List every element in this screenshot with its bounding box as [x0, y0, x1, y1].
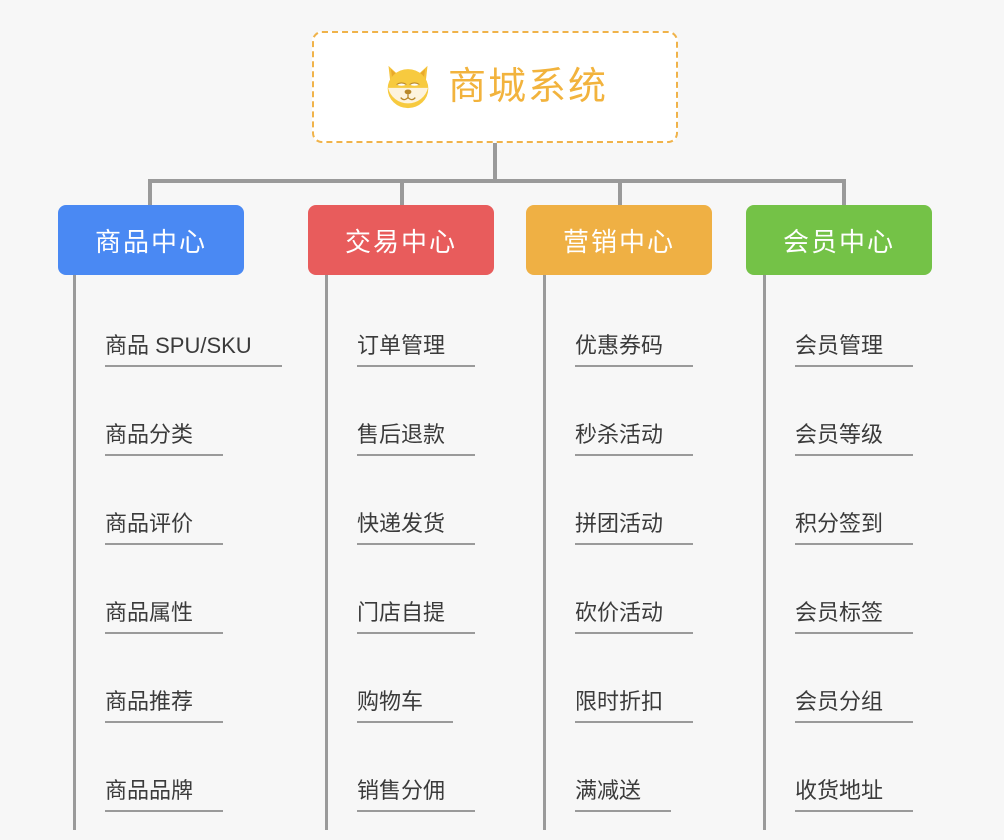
list-item[interactable]: 会员分组 [763, 638, 963, 727]
list-item[interactable]: 商品品牌 [73, 727, 273, 816]
category-box-3[interactable]: 营销中心 [526, 205, 712, 275]
connector-stem-1 [73, 272, 76, 286]
leaf-label: 购物车 [357, 689, 454, 723]
list-item[interactable]: 门店自提 [325, 549, 525, 638]
connector-drop-1 [148, 179, 152, 206]
category-box-4[interactable]: 会员中心 [746, 205, 932, 275]
leaf-rail-3 [543, 282, 546, 830]
connector-root-stem [493, 143, 497, 181]
list-item[interactable]: 收货地址 [763, 727, 963, 816]
list-item[interactable]: 优惠券码 [543, 282, 743, 371]
list-item[interactable]: 商品分类 [73, 371, 273, 460]
leaf-label: 销售分佣 [357, 778, 476, 812]
list-item[interactable]: 积分签到 [763, 460, 963, 549]
leaf-label: 商品分类 [105, 422, 224, 456]
list-item[interactable]: 商品评价 [73, 460, 273, 549]
leaf-label: 优惠券码 [575, 333, 694, 367]
leaf-column-3: 优惠券码 秒杀活动 拼团活动 砍价活动 限时折扣 满减送 [543, 282, 743, 830]
leaf-label: 积分签到 [795, 511, 914, 545]
leaf-label: 会员标签 [795, 600, 914, 634]
list-item[interactable]: 满减送 [543, 727, 743, 816]
leaf-label: 拼团活动 [575, 511, 694, 545]
list-item[interactable]: 商品 SPU/SKU [73, 282, 282, 371]
leaf-label: 商品 SPU/SKU [105, 333, 282, 367]
list-item[interactable]: 会员标签 [763, 549, 963, 638]
list-item[interactable]: 会员管理 [763, 282, 963, 371]
leaf-rail-2 [325, 282, 328, 830]
leaf-label: 会员等级 [795, 422, 914, 456]
connector-drop-4 [842, 179, 846, 206]
list-item[interactable]: 销售分佣 [325, 727, 525, 816]
category-title-3: 营销中心 [562, 226, 675, 257]
category-title-4: 会员中心 [782, 226, 895, 257]
leaf-label: 商品评价 [105, 511, 224, 545]
root-node-商城系统[interactable]: 商城系统 [312, 31, 678, 143]
leaf-column-4: 会员管理 会员等级 积分签到 会员标签 会员分组 收货地址 [763, 282, 963, 830]
category-title-1: 商品中心 [94, 226, 207, 257]
list-item[interactable]: 砍价活动 [543, 549, 743, 638]
leaf-rail-4 [763, 282, 766, 830]
leaf-label: 秒杀活动 [575, 422, 694, 456]
list-item[interactable]: 售后退款 [325, 371, 525, 460]
category-title-2: 交易中心 [344, 226, 457, 257]
root-node-title: 商城系统 [447, 66, 608, 108]
leaf-label: 限时折扣 [575, 689, 694, 723]
leaf-label: 商品推荐 [105, 689, 224, 723]
leaf-label: 会员分组 [795, 689, 914, 723]
leaf-label: 满减送 [575, 778, 672, 812]
leaf-rail-1 [73, 282, 76, 830]
list-item[interactable]: 限时折扣 [543, 638, 743, 727]
shiba-inu-dog-icon [387, 65, 429, 109]
list-item[interactable]: 拼团活动 [543, 460, 743, 549]
leaf-label: 收货地址 [795, 778, 914, 812]
list-item[interactable]: 订单管理 [325, 282, 525, 371]
leaf-label: 砍价活动 [575, 600, 694, 634]
leaf-column-1: 商品 SPU/SKU 商品分类 商品评价 商品属性 商品推荐 商品品牌 [73, 282, 282, 830]
leaf-label: 门店自提 [357, 600, 476, 634]
leaf-label: 商品属性 [105, 600, 224, 634]
list-item[interactable]: 秒杀活动 [543, 371, 743, 460]
leaf-column-2: 订单管理 售后退款 快递发货 门店自提 购物车 销售分佣 [325, 282, 525, 830]
connector-stem-2 [325, 272, 328, 286]
category-box-2[interactable]: 交易中心 [308, 205, 494, 275]
list-item[interactable]: 商品推荐 [73, 638, 273, 727]
connector-stem-3 [543, 272, 546, 286]
connector-drop-2 [400, 179, 404, 206]
connector-drop-3 [618, 179, 622, 206]
connector-horizontal-bus [148, 179, 846, 183]
list-item[interactable]: 购物车 [325, 638, 525, 727]
leaf-label: 会员管理 [795, 333, 914, 367]
list-item[interactable]: 快递发货 [325, 460, 525, 549]
category-box-1[interactable]: 商品中心 [58, 205, 244, 275]
leaf-label: 商品品牌 [105, 778, 224, 812]
connector-stem-4 [763, 272, 766, 286]
leaf-label: 快递发货 [357, 511, 476, 545]
leaf-label: 订单管理 [357, 333, 476, 367]
list-item[interactable]: 商品属性 [73, 549, 273, 638]
leaf-label: 售后退款 [357, 422, 476, 456]
list-item[interactable]: 会员等级 [763, 371, 963, 460]
